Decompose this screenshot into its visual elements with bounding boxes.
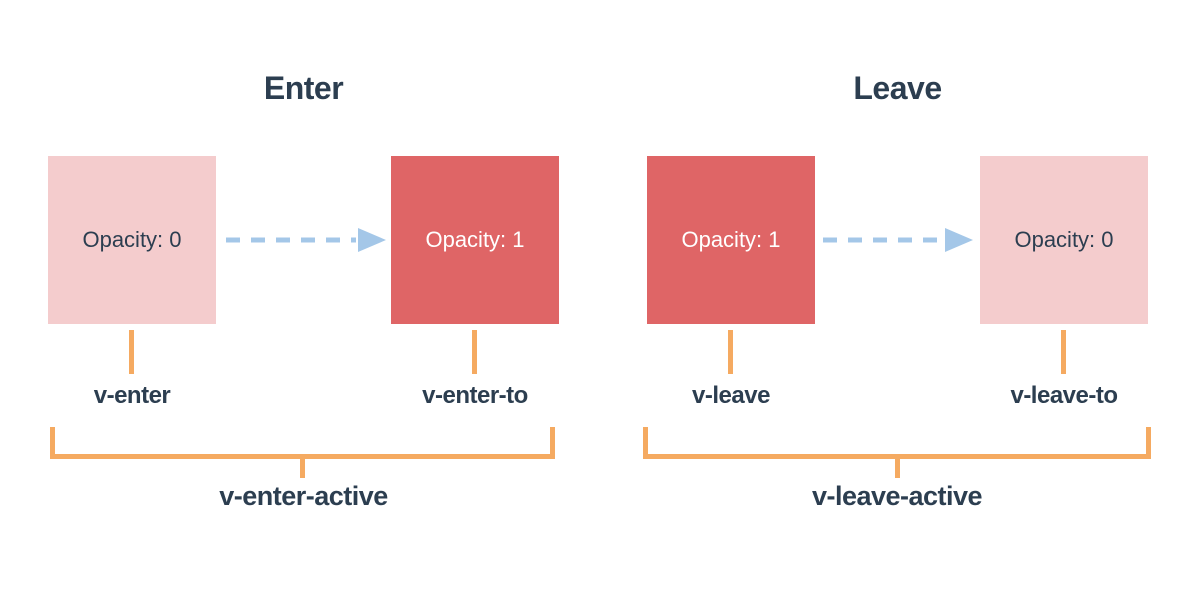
leave-active-bracket bbox=[643, 427, 1151, 459]
enter-active-class-label: v-enter-active bbox=[219, 481, 388, 511]
enter-end-box: Opacity: 1 bbox=[391, 156, 559, 324]
enter-from-class-label: v-enter bbox=[93, 382, 171, 409]
enter-active-bracket-stem bbox=[300, 459, 305, 478]
leave-end-box-label: Opacity: 0 bbox=[1014, 227, 1114, 252]
enter-section: Enter Opacity: 0 Opacity: 1 v-enter v-en… bbox=[48, 70, 559, 511]
enter-to-class-label: v-enter-to bbox=[422, 382, 528, 409]
enter-start-box: Opacity: 0 bbox=[48, 156, 216, 324]
dashed-right-arrow-icon bbox=[823, 228, 973, 252]
leave-section: Leave Opacity: 1 Opacity: 0 v-leave v-le… bbox=[600, 0, 1200, 600]
leave-title: Leave bbox=[853, 70, 942, 106]
enter-start-box-label: Opacity: 0 bbox=[82, 227, 182, 252]
enter-end-box-label: Opacity: 1 bbox=[425, 227, 525, 252]
dashed-right-arrow-icon bbox=[226, 228, 386, 252]
leave-to-connector-line bbox=[1061, 330, 1066, 374]
leave-end-box: Opacity: 0 bbox=[980, 156, 1148, 324]
enter-active-bracket bbox=[50, 427, 555, 459]
leave-from-class-label: v-leave bbox=[692, 382, 770, 409]
leave-active-bracket-stem bbox=[895, 459, 900, 478]
enter-from-connector-line bbox=[129, 330, 134, 374]
leave-to-class-label: v-leave-to bbox=[1010, 382, 1118, 409]
leave-active-class-label: v-leave-active bbox=[811, 481, 983, 511]
leave-start-box-label: Opacity: 1 bbox=[681, 227, 781, 252]
leave-from-connector-line bbox=[728, 330, 733, 374]
leave-start-box: Opacity: 1 bbox=[647, 156, 815, 324]
enter-to-connector-line bbox=[472, 330, 477, 374]
enter-title: Enter bbox=[263, 70, 344, 106]
